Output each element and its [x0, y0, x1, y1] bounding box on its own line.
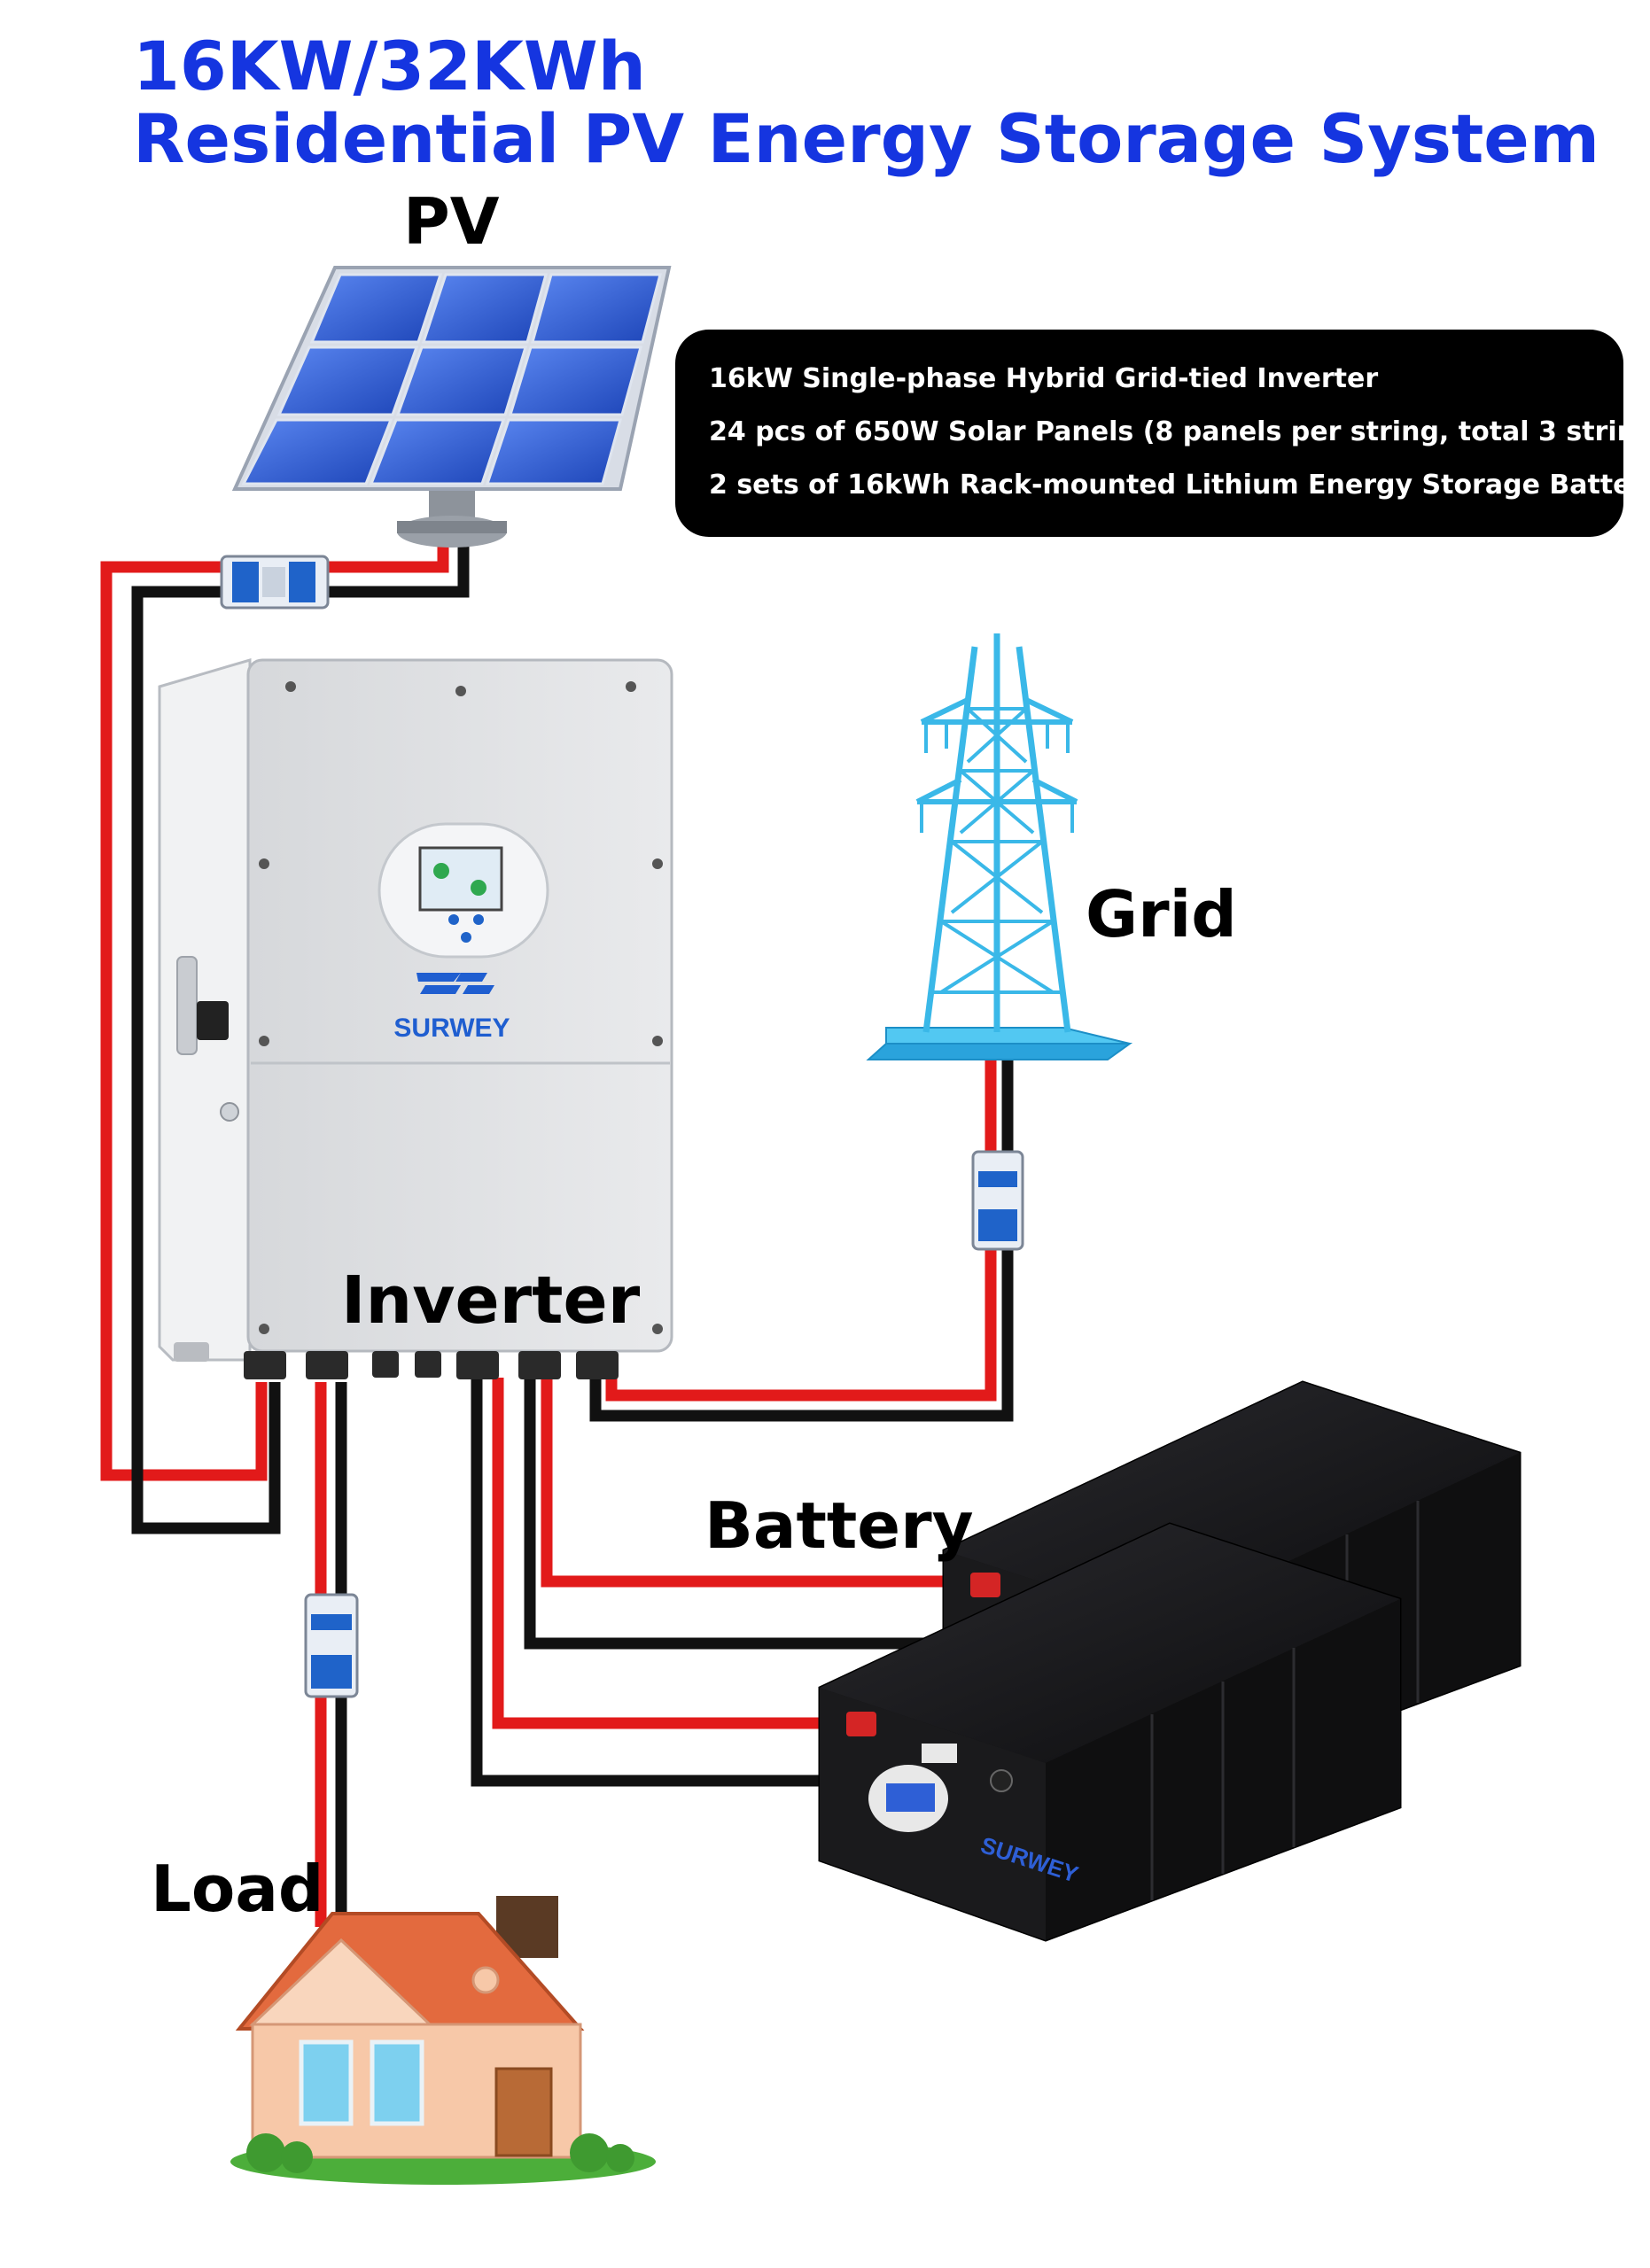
house	[230, 1896, 656, 2185]
pv-breaker	[220, 555, 330, 610]
load-label: Load	[151, 1852, 324, 1926]
system-spec-box: 16kW Single-phase Hybrid Grid-tied Inver…	[675, 330, 1650, 537]
grid-label: Grid	[1086, 877, 1237, 951]
title-line-1: 16KW/32KWh	[133, 27, 646, 105]
logo-text: SURWEY	[393, 1014, 510, 1043]
spec-solar-panels: 24 pcs of 650W Solar Panels (8 panels pe…	[709, 416, 1650, 447]
battery-label: Battery	[704, 1488, 974, 1563]
surwey-logo: SURWEY	[393, 973, 510, 1043]
spec-batteries: 2 sets of 16kWh Rack-mounted Lithium Ene…	[709, 470, 1650, 501]
pv-label: PV	[403, 184, 500, 259]
grid-breaker	[971, 1150, 1024, 1251]
title-line-2: Residential PV Energy Storage System	[133, 99, 1600, 178]
solar-panel	[231, 266, 672, 548]
pv-wires	[100, 532, 470, 1534]
battery-lower: SURWEY	[818, 1522, 1402, 1942]
spec-inverter: 16kW Single-phase Hybrid Grid-tied Inver…	[709, 363, 1379, 394]
inverter: SURWEY	[158, 657, 673, 1379]
grid-tower	[866, 633, 1133, 1060]
load-breaker	[304, 1593, 359, 1698]
inverter-label: Inverter	[341, 1262, 641, 1339]
